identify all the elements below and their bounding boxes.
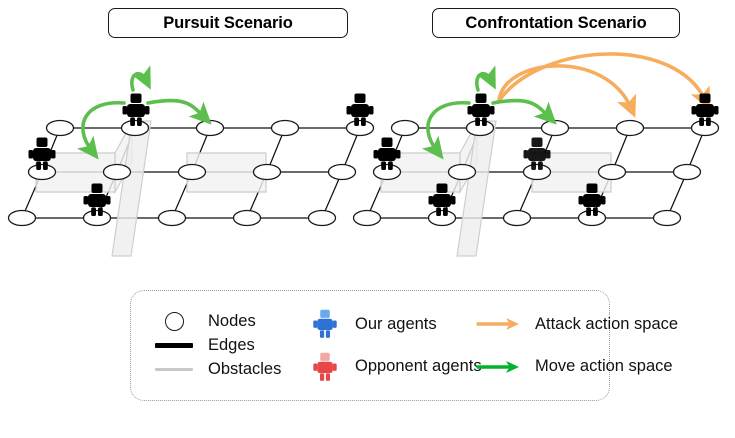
- obstacle-wall: [456, 120, 497, 257]
- grid-node: [45, 119, 75, 137]
- grid-node: [597, 163, 627, 181]
- legend-item-attack: Attack action space: [473, 315, 678, 334]
- attack-arrow-far: [499, 52, 710, 110]
- grid-node: [177, 163, 207, 181]
- our-agent-robot: [122, 93, 150, 126]
- legend-item-move: Move action space: [473, 357, 678, 376]
- grid-node: [577, 209, 607, 227]
- legend-item-our-agents: Our agents: [305, 309, 473, 339]
- legend-label-our-agents: Our agents: [355, 314, 437, 333]
- move-arrow-right: [146, 98, 212, 125]
- move-arrow-right: [491, 98, 557, 125]
- grid-node: [270, 119, 300, 137]
- grid-node: [232, 209, 262, 227]
- our-agent-robot: [373, 137, 401, 170]
- grid-node: [372, 163, 402, 181]
- grid-node: [465, 119, 495, 137]
- legend-label-move: Move action space: [535, 357, 673, 376]
- obstacle-line-icon: [153, 367, 195, 372]
- green-arrow-icon: [473, 359, 525, 375]
- pursuit-grid: [7, 65, 375, 257]
- legend-item-opponent-agents: Opponent agents: [305, 352, 482, 382]
- grid-node: [672, 163, 702, 181]
- grid-node: [690, 119, 720, 137]
- opponent-agent-robot: [346, 93, 374, 126]
- legend-item-edges: Edges: [153, 335, 255, 357]
- move-arrow-left: [76, 101, 126, 160]
- opponent-agent-robot: [691, 93, 719, 126]
- grid-node: [502, 209, 532, 227]
- grid-node: [352, 209, 382, 227]
- grid-node: [540, 119, 570, 137]
- legend-label-nodes: Nodes: [208, 312, 256, 330]
- legend-label-edges: Edges: [208, 336, 255, 354]
- legend-item-nodes: Nodes: [153, 311, 256, 333]
- grid-node: [82, 209, 112, 227]
- opponent-agent-robot: [578, 183, 606, 216]
- grid-node: [327, 163, 357, 181]
- grid-node: [390, 119, 420, 137]
- obstacle-wall: [111, 120, 152, 257]
- grid-node: [120, 119, 150, 137]
- confrontation-grid: [352, 52, 720, 257]
- legend-label-opponent-agents: Opponent agents: [355, 357, 482, 376]
- red-robot-icon: [305, 352, 345, 382]
- grid-node: [27, 163, 57, 181]
- grid-node: [652, 209, 682, 227]
- legend-item-obstacles: Obstacles: [153, 359, 281, 381]
- legend-label-attack: Attack action space: [535, 314, 679, 333]
- move-arrow-left: [421, 101, 471, 160]
- obstacle-box-center: [186, 152, 267, 193]
- edge-line-icon: [153, 343, 195, 348]
- legend-label-obstacles: Obstacles: [208, 360, 282, 378]
- orange-arrow-icon: [473, 316, 525, 332]
- grid-node: [102, 163, 132, 181]
- obstacle-box-left: [380, 121, 478, 195]
- pursuit-scenario-title: Pursuit Scenario: [108, 8, 348, 38]
- our-agent-robot: [83, 183, 111, 216]
- confrontation-scenario-title: Confrontation Scenario: [432, 8, 680, 38]
- grid-node: [427, 209, 457, 227]
- legend-panel: Nodes Edges Obstacles: [130, 290, 678, 401]
- grid-node: [7, 209, 37, 227]
- attack-arrow-near: [497, 64, 637, 118]
- grid-node: [522, 163, 552, 181]
- grid-node: [252, 163, 282, 181]
- grid-node: [195, 119, 225, 137]
- move-arrow-up: [475, 65, 496, 92]
- grid-node: [447, 163, 477, 181]
- move-arrow-up: [130, 65, 151, 92]
- opponent-agent-robot: [523, 137, 551, 170]
- obstacle-box-center: [531, 152, 612, 193]
- circle-node-icon: [153, 312, 195, 331]
- our-agent-robot: [428, 183, 456, 216]
- grid-node: [345, 119, 375, 137]
- grid-node: [157, 209, 187, 227]
- grid-node: [615, 119, 645, 137]
- our-agent-robot: [28, 137, 56, 170]
- blue-robot-icon: [305, 309, 345, 339]
- our-agent-robot: [467, 93, 495, 126]
- grid-node: [307, 209, 337, 227]
- obstacle-box-left: [35, 121, 133, 195]
- legend-group-graph: Nodes Edges Obstacles: [153, 311, 305, 381]
